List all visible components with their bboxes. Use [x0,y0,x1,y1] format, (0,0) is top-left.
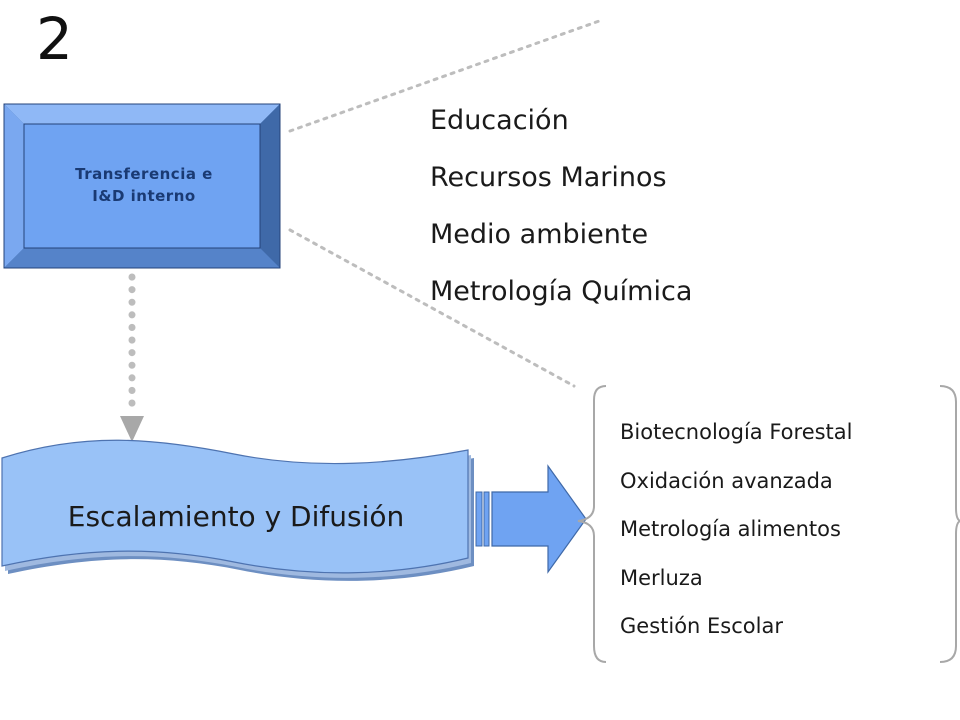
project-item: Oxidación avanzada [620,468,833,493]
area-item: Educación [430,105,569,136]
projects-list: Biotecnología Forestal Oxidación avanzad… [620,408,853,651]
transfer-box-label: Transferencia e I&D interno [75,164,213,206]
project-item: Metrología alimentos [620,517,841,541]
scaling-banner [1,439,474,581]
connector-to-areas [288,18,604,133]
area-item: Medio ambiente [430,219,649,250]
slide-number: 2 [36,5,73,73]
project-item: Merluza [620,565,703,590]
areas-list: Educación Recursos Marinos Medio ambient… [430,92,692,320]
transfer-box [3,103,281,269]
scaling-banner-label: Escalamiento y Difusión [67,499,405,533]
project-item: Gestión Escolar [620,614,783,638]
left-bracket [577,385,607,663]
area-item: Recursos Marinos [430,162,667,193]
right-brace [939,385,960,663]
area-item: Metrología Química [430,276,693,307]
right-arrow [475,464,587,574]
down-arrow [120,273,144,442]
project-item: Biotecnología Forestal [620,420,853,444]
connector-to-projects [288,228,576,388]
